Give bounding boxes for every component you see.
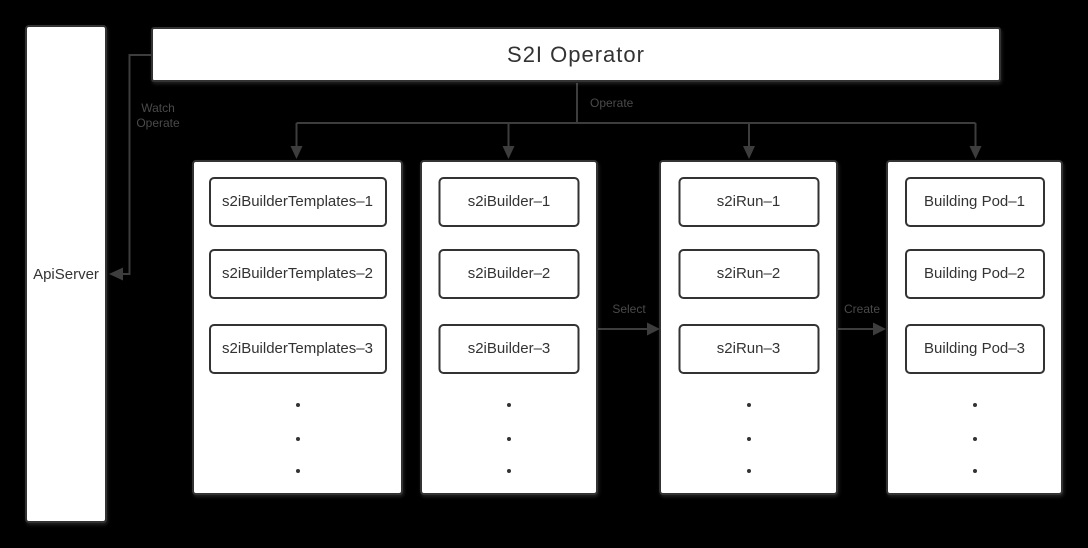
node-s2ibuilder-1: s2iBuilder–1 [438, 177, 580, 227]
node-s2irun-3: s2iRun–3 [678, 324, 819, 374]
ellipsis-dot [295, 437, 300, 441]
operate-label: Operate [136, 116, 180, 130]
s2i-operator-box: S2I Operator [151, 27, 1001, 82]
node-label: Building Pod–3 [924, 339, 1025, 357]
operate-connector [290, 83, 982, 159]
left-arrowhead-icon [109, 267, 123, 281]
down-arrowhead-icon [743, 146, 755, 159]
select-arrow [598, 322, 660, 336]
right-arrowhead-icon [873, 322, 886, 336]
node-label: s2iBuilder–1 [467, 192, 551, 210]
down-arrowhead-icon [502, 146, 515, 159]
node-s2ibuilder-3: s2iBuilder–3 [438, 324, 580, 374]
node-building-pod-3: Building Pod–3 [904, 324, 1045, 374]
node-building-pod-1: Building Pod–1 [904, 177, 1045, 227]
ellipsis-dot [972, 437, 977, 441]
node-label: Building Pod–1 [924, 192, 1025, 210]
node-label: s2iRun–1 [716, 192, 781, 210]
ellipsis-dot [746, 469, 751, 473]
column-s2irun: s2iRun–1 s2iRun–2 s2iRun–3 [659, 160, 838, 495]
ellipsis-dot [972, 403, 977, 407]
ellipsis-dot [746, 403, 751, 407]
node-s2ibuildertemplates-1: s2iBuilderTemplates–1 [208, 177, 387, 227]
column-building-pod: Building Pod–1 Building Pod–2 Building P… [886, 160, 1063, 495]
watch-label: Watch [141, 101, 175, 115]
node-s2ibuildertemplates-3: s2iBuilderTemplates–3 [208, 324, 387, 374]
node-label: s2iRun–2 [716, 264, 781, 282]
apiserver-label: ApiServer [33, 265, 99, 283]
node-label: Building Pod–2 [924, 264, 1025, 282]
node-building-pod-2: Building Pod–2 [904, 249, 1045, 299]
create-arrow [838, 322, 886, 336]
node-label: s2iBuilder–3 [467, 339, 551, 357]
create-edge-label: Create [843, 302, 881, 316]
ellipsis-dot [295, 403, 300, 407]
ellipsis-dot [295, 469, 300, 473]
right-arrowhead-icon [647, 322, 660, 336]
watch-operate-connector [109, 54, 152, 281]
column-s2ibuildertemplates: s2iBuilderTemplates–1 s2iBuilderTemplate… [192, 160, 403, 495]
node-label: s2iBuilderTemplates–3 [222, 339, 373, 357]
node-label: s2iBuilder–2 [467, 264, 551, 282]
operate-edge-label: Operate [590, 96, 634, 110]
ellipsis-dot [507, 469, 511, 473]
node-label: s2iRun–3 [716, 339, 781, 357]
column-s2ibuilder: s2iBuilder–1 s2iBuilder–2 s2iBuilder–3 [420, 160, 598, 495]
s2i-operator-title: S2I Operator [507, 41, 645, 67]
watch-operate-edge-label: Watch Operate [130, 101, 186, 131]
down-arrowhead-icon [290, 146, 303, 159]
down-arrowhead-icon [969, 146, 982, 159]
select-edge-label: Select [612, 302, 646, 316]
node-s2ibuilder-2: s2iBuilder–2 [438, 249, 580, 299]
apiserver-box: ApiServer [25, 25, 107, 523]
node-s2ibuildertemplates-2: s2iBuilderTemplates–2 [208, 249, 387, 299]
node-s2irun-1: s2iRun–1 [678, 177, 819, 227]
node-label: s2iBuilderTemplates–1 [222, 192, 373, 210]
node-s2irun-2: s2iRun–2 [678, 249, 819, 299]
ellipsis-dot [746, 437, 751, 441]
ellipsis-dot [972, 469, 977, 473]
node-label: s2iBuilderTemplates–2 [222, 264, 373, 282]
ellipsis-dot [507, 403, 511, 407]
ellipsis-dot [507, 437, 511, 441]
